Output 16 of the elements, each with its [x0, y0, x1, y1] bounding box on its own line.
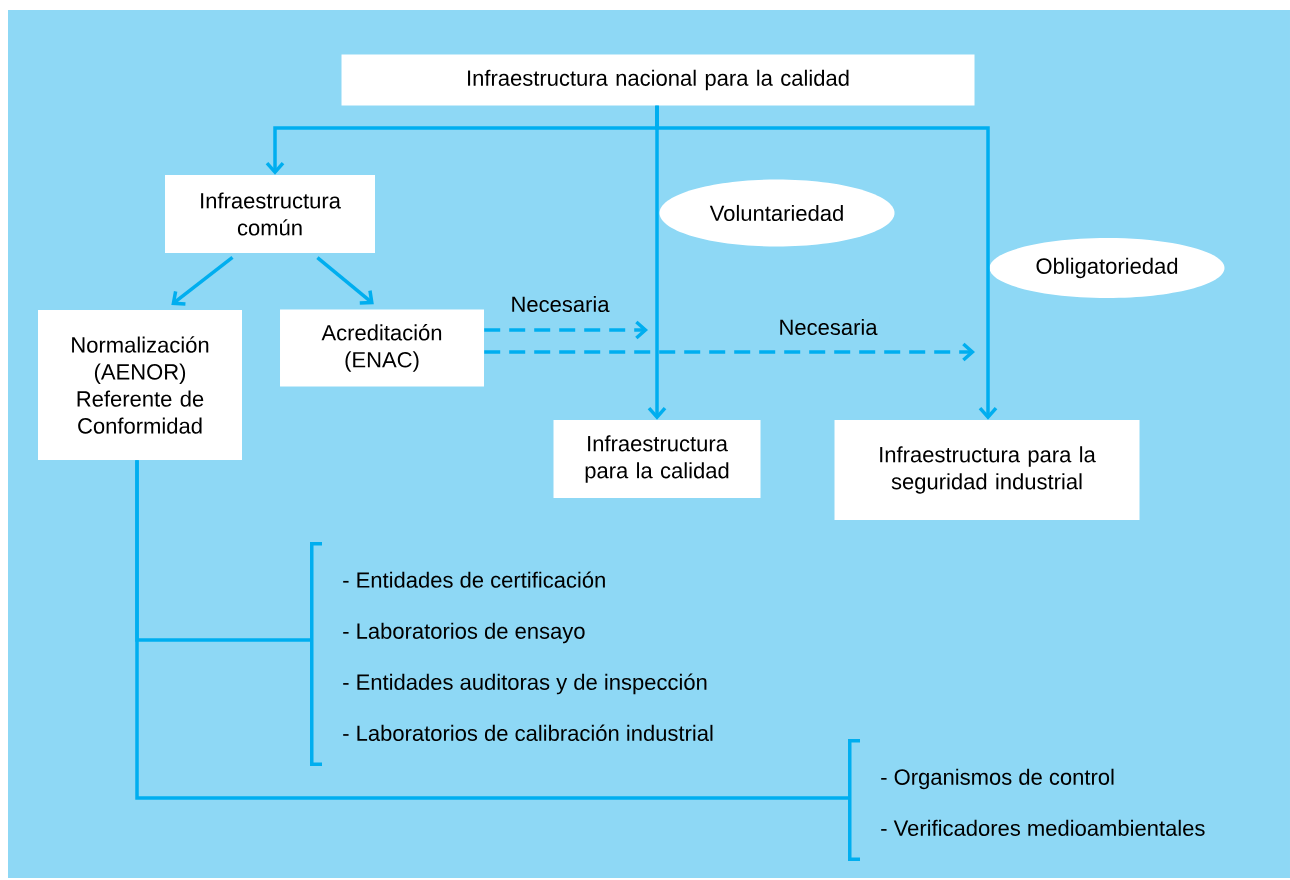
edge-label: Necesaria [776, 316, 880, 338]
bracketed-list: - Entidades de certificación - Laboratorios de ensayo - Entidades auditoras y de inspección - Laboratorios de calibración industrial [310, 541, 713, 767]
arrow [171, 256, 234, 306]
arrow [655, 105, 998, 420]
text-box: Infraestructura para la calidad [553, 420, 761, 498]
text-box: Normalización (AENOR) Referente de Conformidad [38, 310, 242, 460]
arrow [316, 256, 374, 305]
dashed-arrow [484, 320, 648, 340]
dashed-arrow [484, 342, 975, 362]
text-box: Infraestructura común [165, 175, 375, 253]
text-box: Acreditación (ENAC) [280, 309, 484, 387]
bracketed-list: - Organismos de control - Verificadores medioambientales [848, 739, 1205, 861]
edge-label: Necesaria [508, 293, 612, 315]
connector-line [135, 460, 848, 800]
text-box: Infraestructura para la seguridad industrial [834, 420, 1140, 520]
text-box: Infraestructura nacional para la calidad [341, 54, 975, 106]
